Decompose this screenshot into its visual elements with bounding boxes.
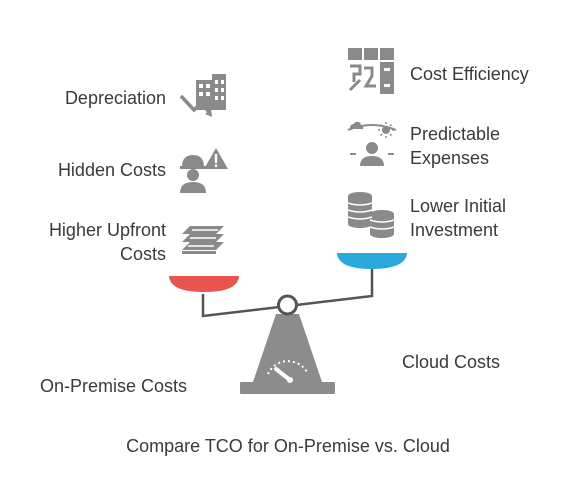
predictable-expenses-label: Predictable Expenses <box>410 124 501 168</box>
person-weather-icon <box>347 121 397 166</box>
diagram-caption: Compare TCO for On-Premise vs. Cloud <box>126 436 450 456</box>
cloud-costs-title: Cloud Costs <box>402 352 501 372</box>
depreciation-building-icon <box>179 74 226 117</box>
right-pan <box>337 253 407 269</box>
higher-upfront-costs-label: Higher Upfront Costs <box>48 220 166 264</box>
lower-initial-investment-label: Lower Initial Investment <box>410 196 507 240</box>
server-rack-icon <box>348 48 394 94</box>
depreciation-label: Depreciation <box>64 88 166 108</box>
money-stack-icon <box>182 226 224 254</box>
coin-stacks-icon <box>347 192 395 238</box>
scale-foot <box>240 382 335 394</box>
worker-warning-icon <box>180 148 228 193</box>
scale-pivot <box>277 294 298 316</box>
on-premise-costs-title: On-Premise Costs <box>40 376 188 396</box>
cost-efficiency-label: Cost Efficiency <box>410 64 529 84</box>
scale-base <box>253 314 322 382</box>
hidden-costs-label: Hidden Costs <box>57 160 166 180</box>
gauge-icon <box>267 360 309 383</box>
left-pan <box>169 276 239 292</box>
